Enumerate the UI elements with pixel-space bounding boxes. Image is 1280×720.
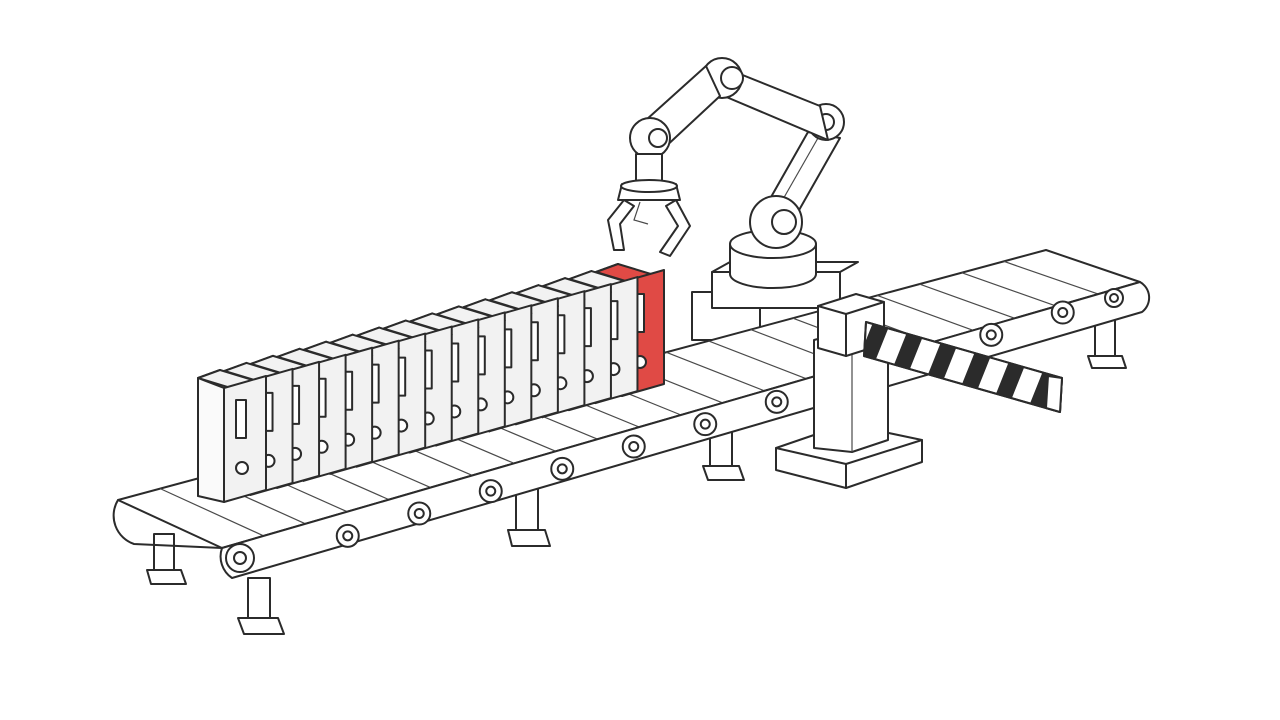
belt-slat [708, 340, 807, 380]
barrier-boom-arm [863, 321, 1232, 466]
belt-slat [877, 294, 974, 331]
conveyor-leg [237, 577, 285, 635]
barrier-stripe [1128, 393, 1164, 447]
roller [979, 322, 1004, 347]
belt-slat [159, 488, 264, 537]
binder-row [197, 263, 665, 503]
belt-slat [919, 283, 1016, 319]
barrier-stripe [1162, 402, 1198, 456]
belt-slat [666, 351, 765, 392]
roller [1050, 300, 1075, 325]
roller [550, 456, 575, 481]
roller [335, 523, 360, 548]
barrier-stripe [1196, 412, 1232, 466]
roller [478, 479, 503, 504]
barrier-stripe [1060, 373, 1062, 412]
robotic-arm-icon [607, 57, 859, 341]
barrier-stripe [1094, 383, 1130, 437]
roller [621, 434, 646, 459]
belt-slat [1003, 260, 1099, 295]
conveyor-legs-front [237, 577, 285, 635]
conveyor-leg [146, 533, 187, 585]
roller [764, 389, 789, 414]
roller [407, 501, 432, 526]
roller [693, 412, 718, 437]
conveyor-rollers [335, 300, 1075, 548]
binder [197, 369, 267, 503]
boom-barrier-icon [775, 293, 1232, 489]
belt-slat [961, 272, 1057, 307]
gripper-claws [607, 199, 691, 257]
